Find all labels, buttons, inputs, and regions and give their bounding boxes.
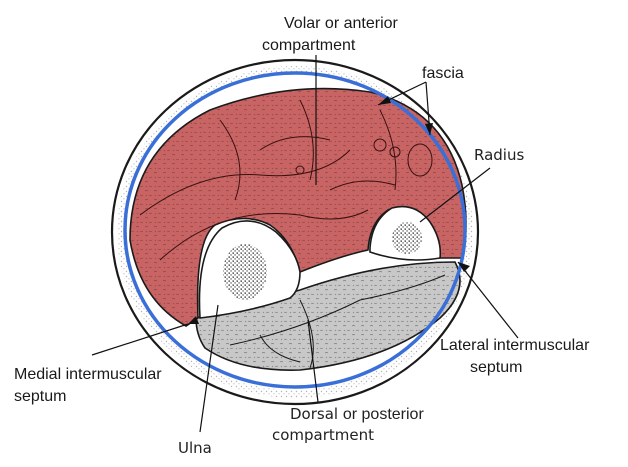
medial-septum-label-line1: Medial intermuscular	[14, 365, 162, 385]
lateral-septum-label-line1: Lateral intermuscular	[440, 336, 589, 356]
dorsal-label-line1: Dorsal or posterior	[290, 404, 424, 425]
ulna-marrow	[223, 244, 267, 300]
dorsal-or-posterior: or posterior	[343, 406, 424, 423]
ulna-label: Ulna	[178, 438, 212, 458]
volar-or-anterior: or anterior	[325, 15, 398, 32]
volar-word: Volar	[284, 15, 320, 32]
fascia-label: fascia	[422, 64, 464, 84]
volar-label-line2: compartment	[262, 36, 355, 56]
dorsal-word: Dorsal	[290, 405, 338, 423]
lateral-septum-label-line2: septum	[470, 358, 522, 378]
volar-label-line1: Volar or anterior	[284, 14, 398, 34]
radius-label: Radius	[474, 145, 524, 165]
dorsal-label-line2: compartment	[272, 425, 374, 445]
radius-marrow	[392, 222, 422, 254]
medial-septum-label-line2: septum	[14, 387, 66, 407]
